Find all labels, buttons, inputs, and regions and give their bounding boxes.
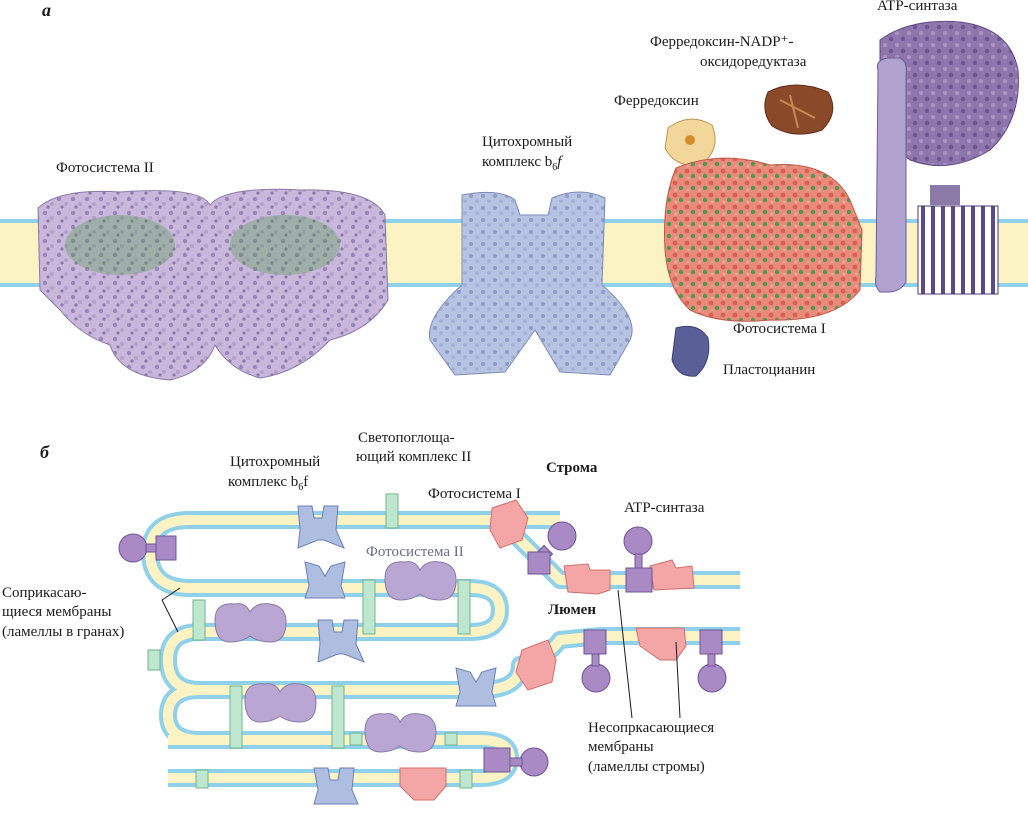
atp-synthase-item — [483, 747, 549, 777]
lhcii-complex — [459, 769, 473, 789]
label-photosystem-i-b: Фотосистема I — [428, 486, 521, 502]
cyt-b6f — [297, 505, 345, 549]
label-lumen: Люмен — [548, 602, 596, 618]
label-nonappressed-3: (ламеллы стромы) — [588, 759, 705, 775]
panel-a-letter: а — [42, 0, 51, 20]
lhcii-complex — [331, 685, 345, 749]
psii-dimer — [214, 603, 287, 643]
atp-synthase-structure — [875, 20, 1019, 295]
psi-complexes — [399, 499, 695, 801]
psi-complex — [399, 767, 447, 801]
lhcii-complex — [385, 493, 399, 529]
plastocyanin-structure — [671, 325, 710, 377]
atp-synthases — [118, 521, 727, 777]
label-appressed-2: щиеся мембраны — [2, 604, 111, 620]
atp-synthase-item — [581, 629, 611, 693]
label-cytochrome-a-1: Цитохромный — [482, 134, 572, 150]
label-photosystem-ii-b: Фотосистема II — [366, 544, 464, 560]
cytochrome-b6f-structure — [428, 191, 633, 376]
lhcii-complex — [457, 579, 471, 635]
photosystem-ii-structure — [37, 188, 389, 381]
lhcii-complex — [362, 579, 376, 635]
lhcii-complex — [349, 732, 363, 746]
label-fnr-2: оксидоредуктаза — [700, 54, 807, 70]
label-appressed-1: Соприкасаю- — [2, 585, 86, 601]
cyt-b6f — [455, 667, 497, 707]
psi-complex — [649, 559, 695, 591]
atp-synthase-item — [527, 521, 577, 575]
psi-complex — [489, 499, 529, 549]
lhcii-complex — [147, 649, 161, 671]
lhcii-complex — [229, 685, 243, 749]
cyt-b6f — [313, 767, 359, 805]
label-lhc-1: Светопоглоща- — [358, 430, 455, 446]
lhcii-complex — [192, 599, 206, 641]
cyt-b6f — [317, 619, 365, 663]
label-atp-synthase-b: ATP-синтаза — [624, 500, 705, 516]
label-lhc-2: ющий комплекс II — [356, 449, 471, 465]
photosystem-i-structure — [663, 157, 863, 322]
label-photosystem-i-a: Фотосистема I — [733, 321, 826, 337]
label-atp-synthase-a: ATP-синтаза — [877, 0, 958, 14]
label-nonappressed-2: мембраны — [588, 739, 654, 755]
psi-complex — [515, 639, 557, 691]
atp-synthase-item — [118, 533, 177, 563]
label-cytochrome-b-2: комплекс b6f — [228, 474, 308, 493]
label-appressed-3: (ламеллы в гранах) — [2, 624, 124, 640]
leader-lines — [161, 587, 681, 719]
cyt-b6f-complexes — [297, 505, 497, 805]
lhcii-complex — [444, 732, 458, 746]
label-nonappressed-1: Несопркасающиеся — [588, 720, 714, 736]
psii-dimer — [364, 713, 437, 753]
label-ferredoxin: Ферредоксин — [614, 93, 699, 109]
ferredoxin-structure — [664, 118, 716, 166]
lhcii-complexes — [147, 493, 473, 789]
label-photosystem-ii-a: Фотосистема II — [56, 160, 154, 176]
label-cytochrome-a-2: комплекс b6f — [482, 154, 563, 173]
psi-complex — [635, 627, 687, 661]
label-stroma: Строма — [546, 460, 598, 476]
lhcii-complex — [195, 769, 209, 789]
atp-synthase-item — [697, 629, 727, 693]
fnr-structure — [764, 84, 834, 135]
panel-b-letter: б — [40, 442, 50, 462]
psi-complex — [563, 563, 611, 595]
atp-synthase-item — [623, 526, 653, 593]
psii-dimer — [244, 683, 317, 723]
label-fnr-1: Ферредоксин-NADP⁺- — [650, 34, 793, 50]
cyt-b6f — [304, 561, 346, 599]
psii-dimers — [214, 561, 457, 753]
psii-dimer — [384, 561, 457, 601]
label-plastocyanin: Пластоцианин — [723, 362, 815, 378]
label-cytochrome-b-1: Цитохромный — [230, 454, 320, 470]
